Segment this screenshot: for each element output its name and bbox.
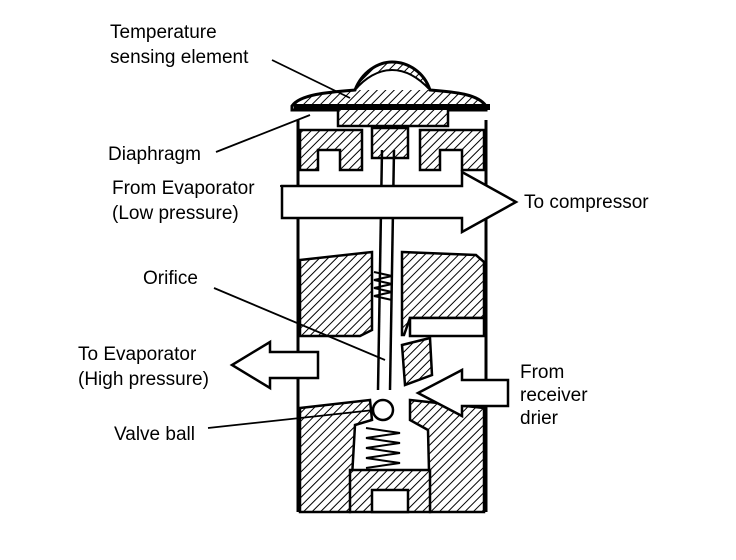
arrow-from-receiver	[415, 367, 510, 419]
valve-ball	[371, 398, 395, 422]
label-from-evaporator-line2: (Low pressure)	[112, 203, 239, 224]
label-diaphragm: Diaphragm	[108, 144, 201, 165]
diaphragm	[294, 104, 490, 128]
lower-housing	[298, 398, 486, 514]
label-temperature-sensing-line1: Temperature	[110, 22, 217, 43]
label-to-compressor: To compressor	[524, 192, 649, 213]
labels: Temperature sensing element Diaphragm Fr…	[78, 22, 649, 445]
flow-arrows	[229, 169, 519, 419]
upper-housing	[298, 126, 486, 172]
leader-lines	[207, 59, 386, 429]
label-to-evaporator-line1: To Evaporator	[78, 344, 197, 365]
label-from-evaporator-line1: From Evaporator	[112, 178, 255, 199]
label-orifice: Orifice	[143, 268, 198, 289]
label-from-receiver-line2: receiver	[520, 385, 588, 406]
label-from-receiver-line1: From	[520, 362, 564, 383]
arrow-to-compressor	[280, 169, 519, 235]
temperature-sensing-element	[290, 60, 488, 112]
arrow-to-evaporator	[229, 339, 320, 391]
label-from-receiver-line3: drier	[520, 408, 559, 429]
lower-spring	[365, 427, 401, 469]
label-to-evaporator-line2: (High pressure)	[78, 369, 209, 390]
middle-housing	[298, 250, 486, 387]
upper-spring	[373, 271, 393, 301]
label-valve-ball: Valve ball	[114, 424, 195, 445]
label-temperature-sensing-line2: sensing element	[110, 47, 249, 68]
